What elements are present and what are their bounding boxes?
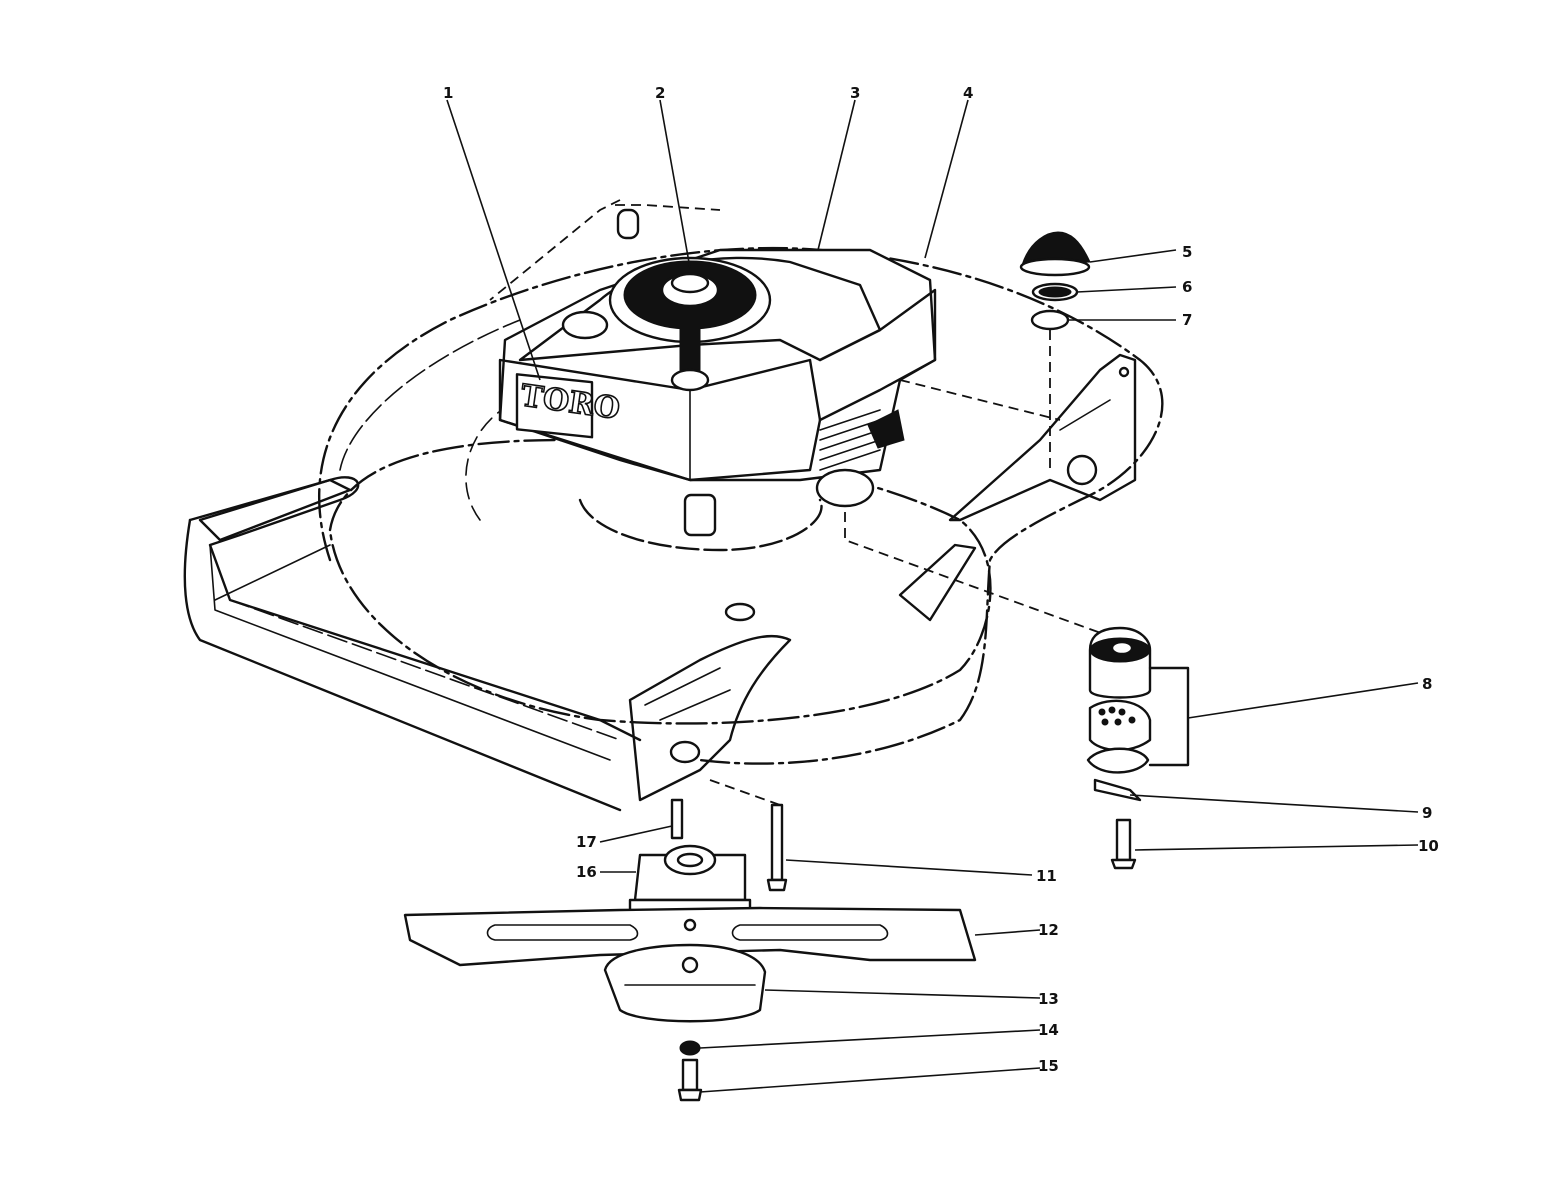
part-11-bolt	[709, 779, 788, 892]
callout-6: 6	[1182, 278, 1192, 296]
callout-15: 15	[1038, 1057, 1059, 1075]
callout-5: 5	[1182, 243, 1192, 261]
callout-9: 9	[1422, 804, 1432, 822]
mower-deck	[183, 246, 1164, 812]
part-10-bolt	[1110, 818, 1137, 870]
callout-4: 4	[963, 84, 973, 102]
parts-5-7	[1019, 231, 1091, 470]
leader-lines	[446, 99, 1419, 1093]
part-15-bolt	[677, 1058, 703, 1102]
callout-3: 3	[850, 84, 860, 102]
callout-17: 17	[576, 833, 597, 851]
callout-16: 16	[576, 863, 597, 881]
part-12-blade	[403, 906, 977, 967]
callout-2: 2	[655, 84, 665, 102]
callout-8: 8	[1422, 675, 1432, 693]
callout-7: 7	[1182, 311, 1192, 329]
callout-10: 10	[1418, 837, 1439, 855]
callout-13: 13	[1038, 990, 1059, 1008]
callout-14: 14	[1038, 1021, 1059, 1039]
part-14-washer	[679, 1040, 701, 1056]
part-16-adapter	[628, 798, 752, 920]
engine: TORO	[489, 199, 1121, 641]
part-13-stiffener	[603, 943, 767, 1023]
callout-12: 12	[1038, 921, 1059, 939]
part-8-wheel	[1086, 626, 1190, 802]
callout-labels: 1 2 3 4 5 6 7 8 9 10 11 12 13 14 15 16 1…	[443, 84, 1439, 1075]
callout-11: 11	[1036, 867, 1057, 885]
callout-1: 1	[443, 84, 453, 102]
